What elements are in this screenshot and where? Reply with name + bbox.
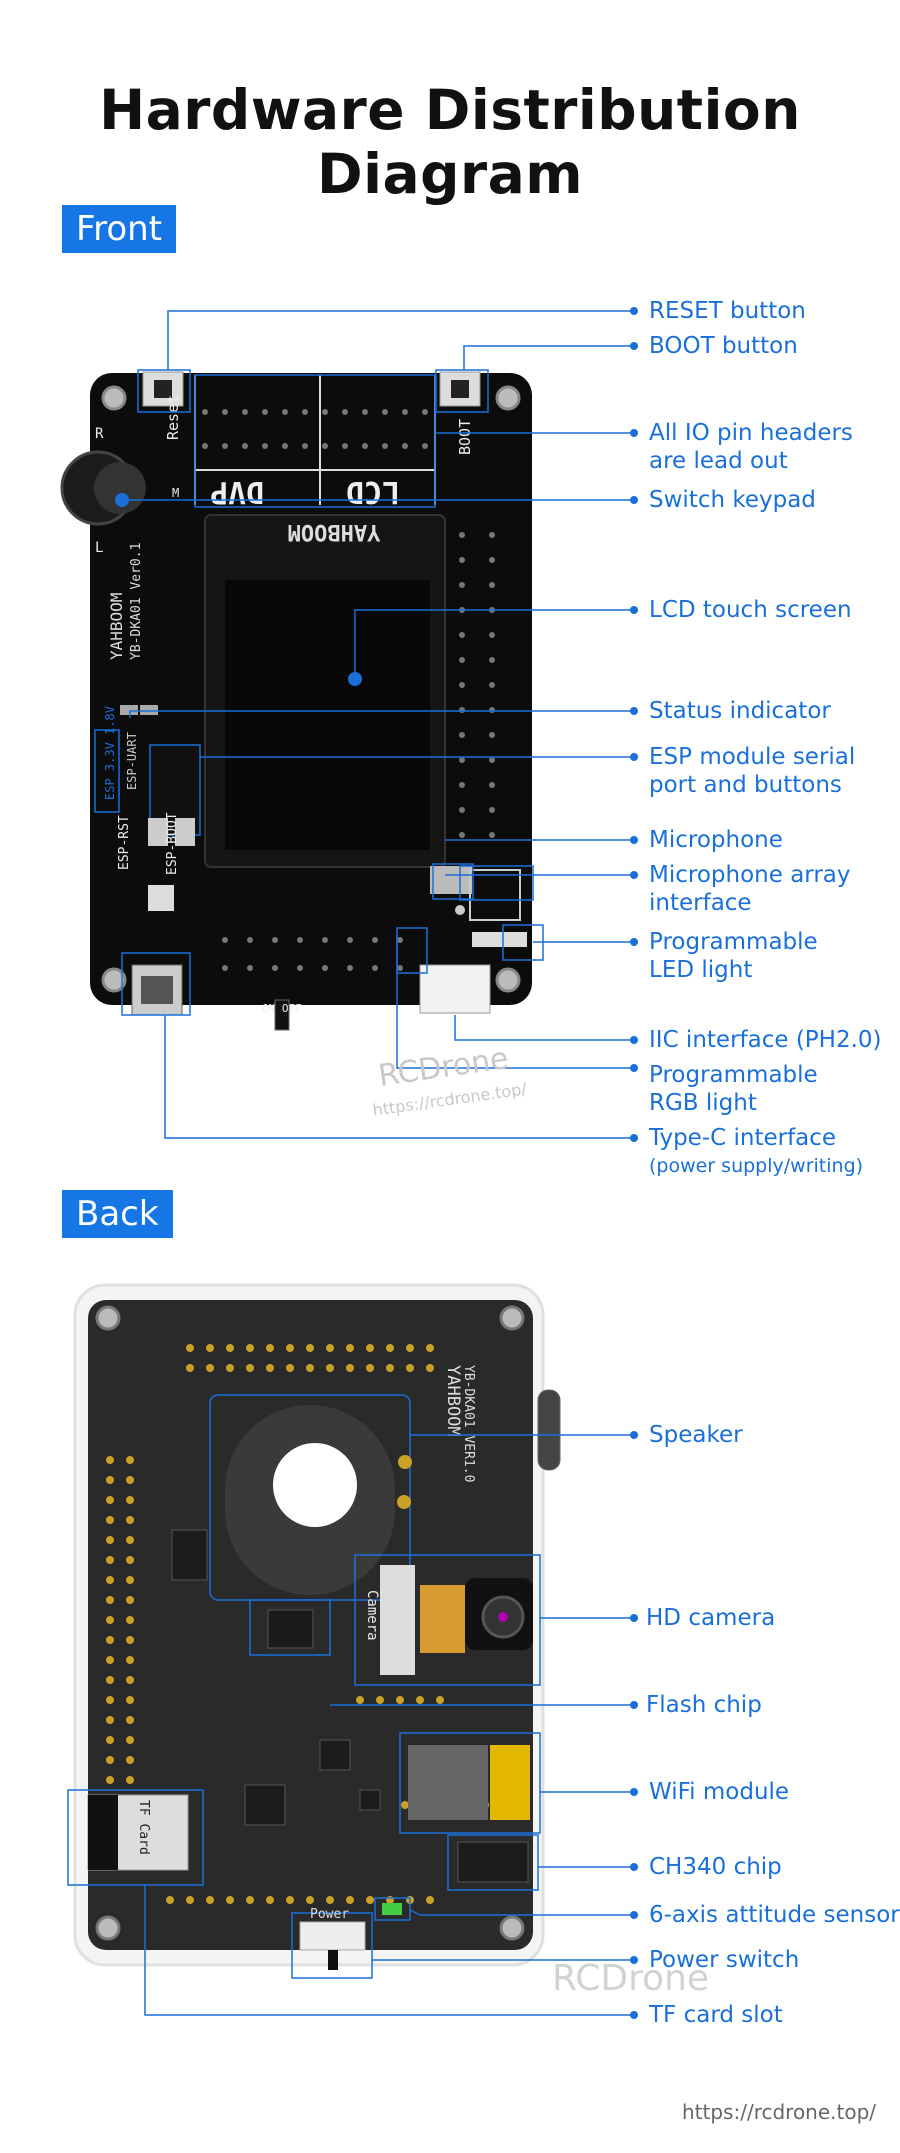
silk-boot: BOOT [456, 419, 474, 455]
front-board-diagram: Reset BOOT DVP LCD R L M YAHBOOM YAHBOOM… [60, 307, 638, 1142]
mount-hole-icon [495, 967, 521, 993]
silk-tf: TF Card [136, 1800, 151, 1855]
silk-esp-boot: ESP-BOOT [165, 812, 180, 875]
silk-esp-uart: ESP-UART [125, 732, 139, 790]
silk-l: L [95, 540, 103, 556]
silk-model: YB-DKA01 Ver0.1 [129, 543, 144, 660]
label-wifi-module: WiFi module [649, 1779, 790, 1805]
footer-url: https://rcdrone.top/ [682, 2100, 877, 2124]
page-title: Hardware Distribution Diagram [99, 78, 801, 206]
mount-hole-icon [101, 967, 127, 993]
silk-dvp: DVP [210, 474, 264, 509]
silk-esp-volt: ESP 3.3V 1.8V [103, 706, 117, 800]
watermark-brand-back: RCDrone [552, 1958, 710, 1999]
label-lcd-touch-screen: LCD touch screen [649, 597, 852, 623]
label-iic-interface: IIC interface (PH2.0) [649, 1027, 882, 1053]
silk-brand-side: YAHBOOM [107, 593, 126, 660]
label-reset-button: RESET button [649, 298, 806, 324]
silk-brand-front: YAHBOOM [288, 519, 381, 544]
label-type-c: Type-C interface(power supply/writing) [649, 1125, 864, 1177]
label-6-axis-sensor: 6-axis attitude sensor [649, 1902, 900, 1928]
label-status-indicator: Status indicator [649, 698, 831, 724]
silk-model-back: YB-DKA01 VER1.0 [461, 1365, 476, 1482]
lcd-screen [225, 580, 430, 850]
silk-m: M [172, 486, 179, 500]
camera-connector-part [380, 1565, 415, 1675]
label-switch-keypad: Switch keypad [649, 487, 816, 513]
silk-reset: Reset [164, 395, 182, 440]
label-hd-camera: HD camera [646, 1605, 776, 1631]
label-flash-chip: Flash chip [646, 1692, 762, 1718]
mount-hole-icon [499, 1915, 525, 1941]
mount-hole-icon [495, 385, 521, 411]
silk-esp-rst: ESP-RST [117, 815, 132, 870]
power-switch-part [299, 1921, 366, 1951]
silk-lcd: LCD [346, 474, 400, 509]
mount-hole-icon [101, 385, 127, 411]
mount-hole-icon [95, 1305, 121, 1331]
wifi-module-part [408, 1745, 488, 1820]
silk-power-front: ON OFF [262, 1002, 302, 1015]
silk-power-back: Power [310, 1907, 349, 1922]
label-tf-card-slot: TF card slot [649, 2002, 783, 2028]
label-power-switch: Power switch [649, 1947, 800, 1973]
iic-connector-part [419, 964, 491, 1014]
back-section-tag: Back [62, 1190, 173, 1238]
mount-hole-icon [499, 1305, 525, 1331]
type-c-port-part [131, 964, 183, 1016]
label-ch340-chip: CH340 chip [649, 1854, 782, 1880]
flash-chip-part [267, 1609, 314, 1649]
silk-brand-back: YAHBOOM [443, 1365, 463, 1437]
label-speaker: Speaker [649, 1422, 743, 1448]
label-boot-button: BOOT button [649, 333, 798, 359]
ch340-chip-part [457, 1841, 529, 1883]
silk-r: R [95, 426, 104, 442]
label-microphone: Microphone [649, 827, 783, 853]
mount-hole-icon [95, 1915, 121, 1941]
front-section-tag: Front [62, 205, 176, 253]
silk-camera: Camera [364, 1590, 380, 1641]
